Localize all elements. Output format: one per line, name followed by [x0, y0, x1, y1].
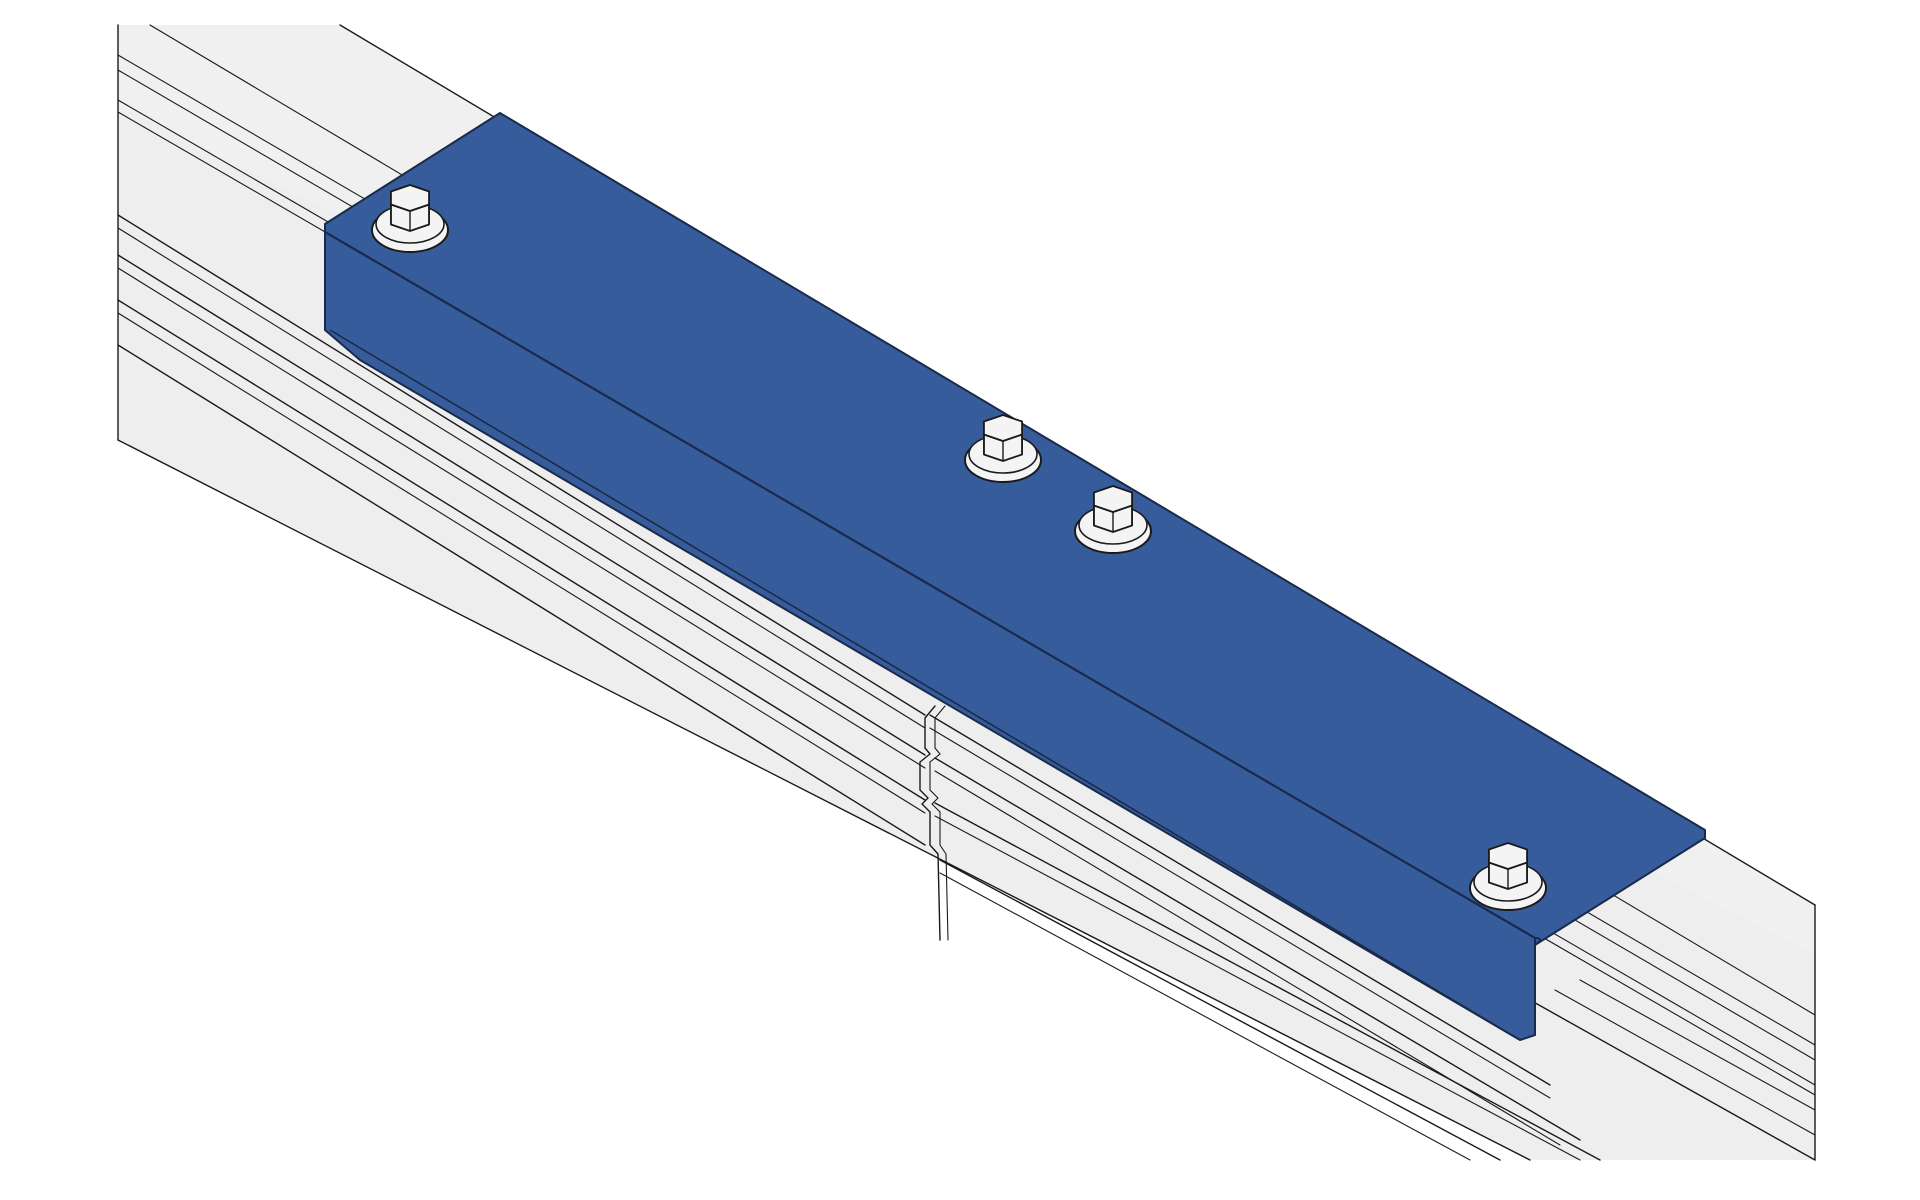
- bracket-bend-inner: [329, 329, 1521, 1041]
- rail-butt-joint: [919, 705, 949, 941]
- rail-side-rib-lines: [117, 214, 1816, 1161]
- angle-splice-bracket: [324, 112, 1706, 1041]
- hex-bolt-4: [1469, 842, 1547, 911]
- hex-bolt-3: [1074, 485, 1152, 554]
- fasteners: [371, 184, 1547, 911]
- hex-head-top-icon: [1093, 485, 1133, 513]
- hex-head-top-icon: [390, 184, 430, 212]
- hex-edges-icon: [983, 434, 1023, 461]
- bracket-bend-line: [324, 231, 1536, 939]
- hex-head-top-icon: [983, 414, 1023, 442]
- hex-edges-icon: [1093, 505, 1133, 532]
- hex-bolt-1: [371, 184, 449, 253]
- bracket-right-end: [1534, 936, 1541, 1035]
- hex-head-top-icon: [1488, 842, 1528, 870]
- hex-edges-icon: [390, 204, 430, 231]
- hex-edges-icon: [1488, 862, 1528, 889]
- hex-bolt-2: [964, 414, 1042, 483]
